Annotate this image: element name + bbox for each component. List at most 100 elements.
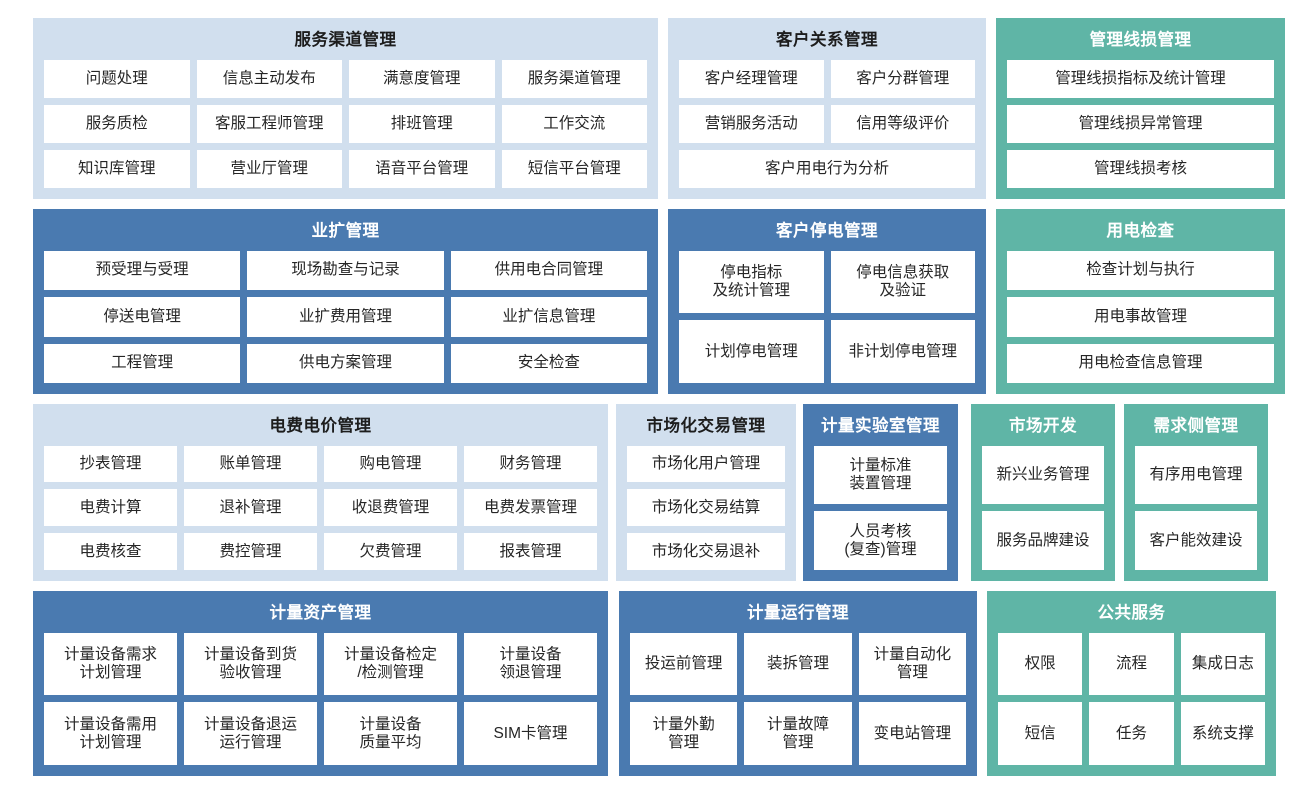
diagram-row-2: 业扩管理预受理与受理现场勘查与记录供用电合同管理停送电管理业扩费用管理业扩信息管… — [33, 209, 1285, 394]
module-cell[interactable]: 语音平台管理 — [349, 149, 495, 189]
module-cell[interactable]: 账单管理 — [184, 445, 317, 483]
module-cell[interactable]: 满意度管理 — [349, 59, 495, 98]
panel-cell-row: 管理线损指标及统计管理 — [1007, 59, 1274, 98]
module-cell[interactable]: 市场化交易退补 — [627, 533, 785, 570]
module-cell[interactable]: 停电信息获取 及验证 — [830, 250, 975, 314]
module-cell[interactable]: 计量自动化 管理 — [858, 632, 966, 696]
panel-group: 市场开发新兴业务管理服务品牌建设 — [971, 404, 1115, 581]
panel-group: 计量资产管理计量设备需求 计划管理计量设备到货 验收管理计量设备检定 /检测管理… — [33, 591, 608, 776]
module-cell[interactable]: 业扩费用管理 — [247, 297, 444, 337]
module-cell[interactable]: 有序用电管理 — [1135, 445, 1257, 505]
module-cell[interactable]: 用电事故管理 — [1007, 297, 1274, 337]
panel-cell-row: 短信任务系统支撑 — [998, 702, 1265, 765]
panel-cell-row: 新兴业务管理 — [982, 445, 1104, 505]
module-cell[interactable]: 服务渠道管理 — [501, 59, 647, 98]
module-cell[interactable]: 电费发票管理 — [464, 489, 597, 527]
module-cell[interactable]: 客服工程师管理 — [196, 104, 342, 143]
module-cell[interactable]: 客户能效建设 — [1135, 511, 1257, 570]
module-cell[interactable]: 计量故障 管理 — [744, 702, 852, 765]
panel-cell-row: 用电检查信息管理 — [1007, 343, 1274, 383]
module-cell[interactable]: 市场化交易结算 — [627, 489, 785, 527]
module-cell[interactable]: 人员考核 (复查)管理 — [814, 511, 947, 570]
module-cell[interactable]: 客户经理管理 — [679, 59, 824, 98]
panel-group: 市场化交易管理市场化用户管理市场化交易结算市场化交易退补 — [616, 404, 796, 581]
module-cell[interactable]: 计量设备需求 计划管理 — [44, 632, 177, 696]
module-cell[interactable]: 营销服务活动 — [679, 104, 824, 143]
module-cell[interactable]: 短信 — [998, 702, 1083, 765]
module-cell[interactable]: 供电方案管理 — [247, 343, 444, 383]
module-cell[interactable]: 用电检查信息管理 — [1007, 343, 1274, 383]
module-cell[interactable]: 知识库管理 — [44, 149, 190, 189]
module-cell[interactable]: 投运前管理 — [630, 632, 738, 696]
module-cell[interactable]: 工程管理 — [44, 343, 241, 383]
module-cell[interactable]: 权限 — [998, 632, 1083, 696]
module-cell[interactable]: 信用等级评价 — [830, 104, 975, 143]
module-cell[interactable]: 服务品牌建设 — [982, 511, 1104, 570]
module-cell[interactable]: 客户分群管理 — [830, 59, 975, 98]
module-cell[interactable]: 集成日志 — [1180, 632, 1265, 696]
module-cell[interactable]: 信息主动发布 — [196, 59, 342, 98]
module-cell[interactable]: 问题处理 — [44, 59, 190, 98]
module-cell[interactable]: 变电站管理 — [858, 702, 966, 765]
module-cell[interactable]: 服务质检 — [44, 104, 190, 143]
module-cell[interactable]: 工作交流 — [501, 104, 647, 143]
module-cell[interactable]: 计量设备退运 运行管理 — [184, 702, 317, 765]
module-cell[interactable]: 预受理与受理 — [44, 250, 241, 290]
panel-group: 计量实验室管理计量标准 装置管理人员考核 (复查)管理 — [803, 404, 958, 581]
module-cell[interactable]: 计量设备到货 验收管理 — [184, 632, 317, 696]
diagram-row-4: 计量资产管理计量设备需求 计划管理计量设备到货 验收管理计量设备检定 /检测管理… — [33, 591, 1285, 776]
module-cell[interactable]: 安全检查 — [450, 343, 647, 383]
module-cell[interactable]: 购电管理 — [324, 445, 457, 483]
panel-cell-row: 服务质检客服工程师管理排班管理工作交流 — [44, 104, 647, 143]
module-cell[interactable]: 计划停电管理 — [679, 320, 824, 383]
module-cell[interactable]: 计量设备需用 计划管理 — [44, 702, 177, 765]
module-cell[interactable]: 报表管理 — [464, 533, 597, 570]
panel-cell-row: 市场化交易结算 — [627, 489, 785, 527]
module-cell[interactable]: 欠费管理 — [324, 533, 457, 570]
module-cell[interactable]: 新兴业务管理 — [982, 445, 1104, 505]
panel-cell-row: 客户用电行为分析 — [679, 149, 975, 189]
module-cell[interactable]: 业扩信息管理 — [450, 297, 647, 337]
module-cell[interactable]: 管理线损指标及统计管理 — [1007, 59, 1274, 98]
module-cell[interactable]: 客户用电行为分析 — [679, 149, 975, 189]
panel-cell-row: 市场化用户管理 — [627, 445, 785, 483]
module-cell[interactable]: 财务管理 — [464, 445, 597, 483]
module-cell[interactable]: 市场化用户管理 — [627, 445, 785, 483]
module-cell[interactable]: 停送电管理 — [44, 297, 241, 337]
module-cell[interactable]: 任务 — [1089, 702, 1174, 765]
module-cell[interactable]: 电费核查 — [44, 533, 177, 570]
module-cell[interactable]: 收退费管理 — [324, 489, 457, 527]
panel-cell-row: 电费核查费控管理欠费管理报表管理 — [44, 533, 597, 570]
module-cell[interactable]: 费控管理 — [184, 533, 317, 570]
module-cell[interactable]: 退补管理 — [184, 489, 317, 527]
panel-cell-grid: 投运前管理装拆管理计量自动化 管理计量外勤 管理计量故障 管理变电站管理 — [630, 632, 966, 765]
module-cell[interactable]: 系统支撑 — [1180, 702, 1265, 765]
module-cell[interactable]: 计量标准 装置管理 — [814, 445, 947, 505]
module-cell[interactable]: 计量设备 质量平均 — [324, 702, 457, 765]
module-cell[interactable]: SIM卡管理 — [464, 702, 597, 765]
panel-title: 客户关系管理 — [776, 31, 878, 49]
module-cell[interactable]: 计量设备检定 /检测管理 — [324, 632, 457, 696]
panel-title: 管理线损管理 — [1089, 31, 1192, 49]
module-cell[interactable]: 管理线损考核 — [1007, 149, 1274, 189]
panel-title: 电费电价管理 — [269, 417, 372, 435]
module-cell[interactable]: 停电指标 及统计管理 — [679, 250, 824, 314]
panel-cell-row: 电费计算退补管理收退费管理电费发票管理 — [44, 489, 597, 527]
module-cell[interactable]: 计量设备 领退管理 — [464, 632, 597, 696]
module-cell[interactable]: 管理线损异常管理 — [1007, 104, 1274, 143]
module-cell[interactable]: 供用电合同管理 — [450, 250, 647, 290]
module-cell[interactable]: 装拆管理 — [744, 632, 852, 696]
module-cell[interactable]: 检查计划与执行 — [1007, 250, 1274, 290]
module-cell[interactable]: 现场勘查与记录 — [247, 250, 444, 290]
panel-cell-row: 工程管理供电方案管理安全检查 — [44, 343, 647, 383]
module-cell[interactable]: 流程 — [1089, 632, 1174, 696]
module-cell[interactable]: 非计划停电管理 — [830, 320, 975, 383]
module-cell[interactable]: 短信平台管理 — [501, 149, 647, 189]
module-cell[interactable]: 营业厅管理 — [196, 149, 342, 189]
module-cell[interactable]: 电费计算 — [44, 489, 177, 527]
panel-title: 计量实验室管理 — [821, 417, 940, 435]
module-cell[interactable]: 计量外勤 管理 — [630, 702, 738, 765]
module-cell[interactable]: 抄表管理 — [44, 445, 177, 483]
module-cell[interactable]: 排班管理 — [349, 104, 495, 143]
